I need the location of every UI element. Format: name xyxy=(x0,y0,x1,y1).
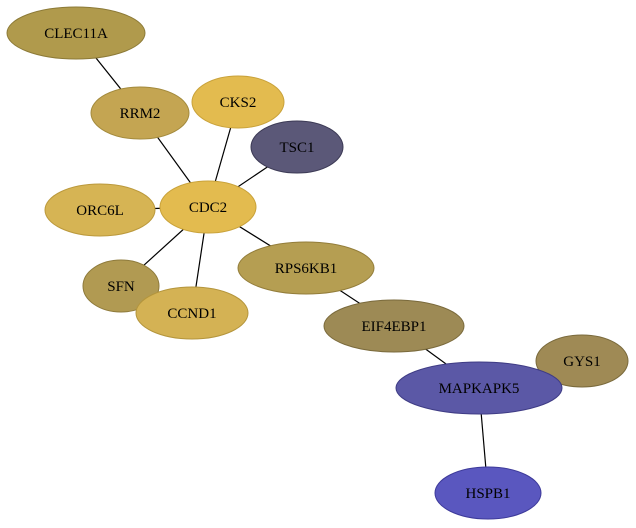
node-mapkapk5[interactable]: MAPKAPK5 xyxy=(395,361,563,415)
node-shape-rrm2 xyxy=(90,86,190,140)
node-label-clec11a: CLEC11A xyxy=(44,26,108,42)
node-shape-rps6kb1 xyxy=(237,241,375,295)
node-rps6kb1[interactable]: RPS6KB1 xyxy=(237,241,375,295)
node-label-rps6kb1: RPS6KB1 xyxy=(275,261,338,277)
node-hspb1[interactable]: HSPB1 xyxy=(434,466,542,520)
node-shape-hspb1 xyxy=(434,466,542,520)
node-clec11a[interactable]: CLEC11A xyxy=(6,6,146,60)
node-shape-tsc1 xyxy=(250,120,344,174)
node-label-mapkapk5: MAPKAPK5 xyxy=(439,381,520,397)
node-shape-cks2 xyxy=(191,75,285,129)
node-shape-sfn xyxy=(82,259,160,313)
node-rrm2[interactable]: RRM2 xyxy=(90,86,190,140)
node-eif4ebp1[interactable]: EIF4EBP1 xyxy=(323,299,465,353)
node-shape-gys1 xyxy=(535,334,629,388)
node-tsc1[interactable]: TSC1 xyxy=(250,120,344,174)
node-shape-mapkapk5 xyxy=(395,361,563,415)
node-gys1[interactable]: GYS1 xyxy=(535,334,629,388)
node-shape-ccnd1 xyxy=(135,286,249,340)
node-label-orc6l: ORC6L xyxy=(76,203,124,219)
node-cks2[interactable]: CKS2 xyxy=(191,75,285,129)
node-cdc2[interactable]: CDC2 xyxy=(159,180,257,234)
node-ccnd1[interactable]: CCND1 xyxy=(135,286,249,340)
node-sfn[interactable]: SFN xyxy=(82,259,160,313)
node-label-sfn: SFN xyxy=(107,279,135,295)
node-label-ccnd1: CCND1 xyxy=(167,306,216,322)
node-label-rrm2: RRM2 xyxy=(120,106,161,122)
node-shape-cdc2 xyxy=(159,180,257,234)
node-shape-clec11a xyxy=(6,6,146,60)
node-orc6l[interactable]: ORC6L xyxy=(44,183,156,237)
node-label-cdc2: CDC2 xyxy=(189,200,227,216)
node-label-eif4ebp1: EIF4EBP1 xyxy=(361,319,426,335)
node-shape-orc6l xyxy=(44,183,156,237)
node-label-hspb1: HSPB1 xyxy=(465,486,510,502)
node-label-cks2: CKS2 xyxy=(220,95,257,111)
node-label-tsc1: TSC1 xyxy=(279,140,314,156)
node-label-gys1: GYS1 xyxy=(563,354,601,370)
node-shape-eif4ebp1 xyxy=(323,299,465,353)
